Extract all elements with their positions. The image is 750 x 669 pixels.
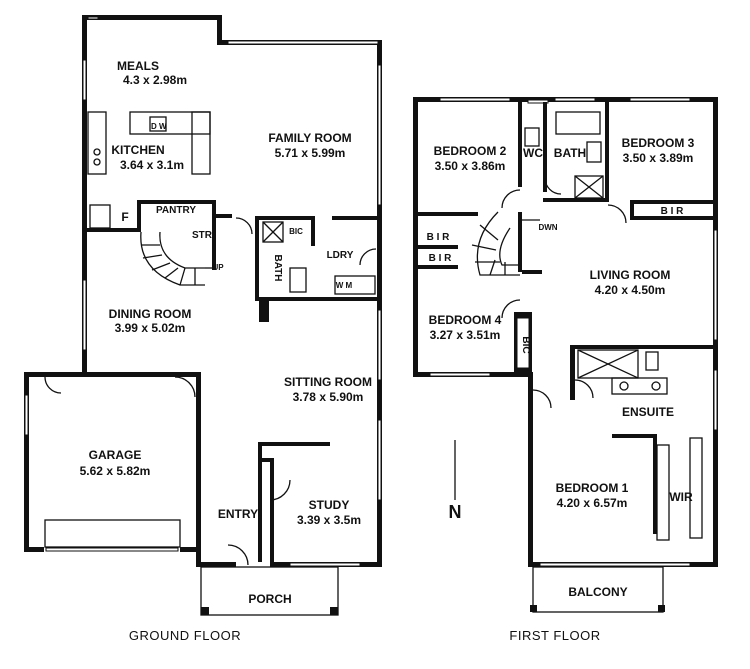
- study-dims: 3.39 x 3.5m: [297, 513, 361, 527]
- bedroom-1-dims: 4.20 x 6.57m: [557, 496, 628, 510]
- pantry-label: PANTRY: [156, 205, 196, 216]
- wc-label: WC: [523, 146, 543, 160]
- bedroom-4-dims: 3.27 x 3.51m: [430, 328, 501, 342]
- porch-label: PORCH: [248, 592, 291, 606]
- dining-room-dims: 3.99 x 5.02m: [115, 321, 186, 335]
- north-indicator: N: [449, 502, 462, 522]
- storage-label: STR: [192, 230, 213, 241]
- bath-ground-label: BATH: [272, 254, 283, 281]
- ground-floor-title: GROUND FLOOR: [129, 628, 241, 643]
- meals-label: MEALS: [117, 59, 159, 73]
- entry-label: ENTRY: [218, 507, 258, 521]
- bedroom-3-label: BEDROOM 3: [622, 136, 695, 150]
- kitchen-dims: 3.64 x 3.1m: [120, 158, 184, 172]
- kitchen-label: KITCHEN: [111, 143, 164, 157]
- laundry-label: LDRY: [327, 250, 354, 261]
- garage-label: GARAGE: [89, 448, 142, 462]
- first-floor-title: FIRST FLOOR: [509, 628, 600, 643]
- living-room-label: LIVING ROOM: [590, 268, 671, 282]
- bir-bedroom-4-label: B I R: [429, 253, 453, 264]
- stairs-up-label: UP: [212, 263, 224, 272]
- room-labels: MEALS 4.3 x 2.98m KITCHEN 3.64 x 3.1m FA…: [80, 59, 695, 643]
- bedroom-4-label: BEDROOM 4: [429, 313, 502, 327]
- sitting-room-dims: 3.78 x 5.90m: [293, 390, 364, 404]
- ground-floor-plan: D W: [24, 15, 382, 616]
- meals-dims: 4.3 x 2.98m: [123, 73, 187, 87]
- bic-first-label: BIC: [520, 336, 531, 353]
- study-label: STUDY: [309, 498, 350, 512]
- bedroom-2-dims: 3.50 x 3.86m: [435, 159, 506, 173]
- bedroom-1-label: BEDROOM 1: [556, 481, 629, 495]
- svg-text:D W: D W: [151, 122, 167, 131]
- ensuite-label: ENSUITE: [622, 405, 674, 419]
- family-room-label: FAMILY ROOM: [268, 131, 351, 145]
- first-floor-plan: [413, 97, 718, 613]
- bir-bedroom-2-label: B I R: [427, 232, 451, 243]
- living-room-dims: 4.20 x 4.50m: [595, 283, 666, 297]
- family-room-dims: 5.71 x 5.99m: [275, 146, 346, 160]
- fridge-label: F: [121, 210, 128, 224]
- bir-bedroom-3-label: B I R: [661, 206, 685, 217]
- dining-room-label: DINING ROOM: [109, 307, 192, 321]
- bic-ground-label: BIC: [289, 227, 303, 236]
- wir-label: WIR: [669, 490, 693, 504]
- garage-dims: 5.62 x 5.82m: [80, 464, 151, 478]
- bedroom-2-label: BEDROOM 2: [434, 144, 507, 158]
- bedroom-3-dims: 3.50 x 3.89m: [623, 151, 694, 165]
- stairs-down-label: DWN: [538, 223, 557, 232]
- balcony-label: BALCONY: [568, 585, 627, 599]
- washing-machine-label: W M: [336, 281, 353, 290]
- bath-first-label: BATH: [554, 146, 586, 160]
- sitting-room-label: SITTING ROOM: [284, 375, 372, 389]
